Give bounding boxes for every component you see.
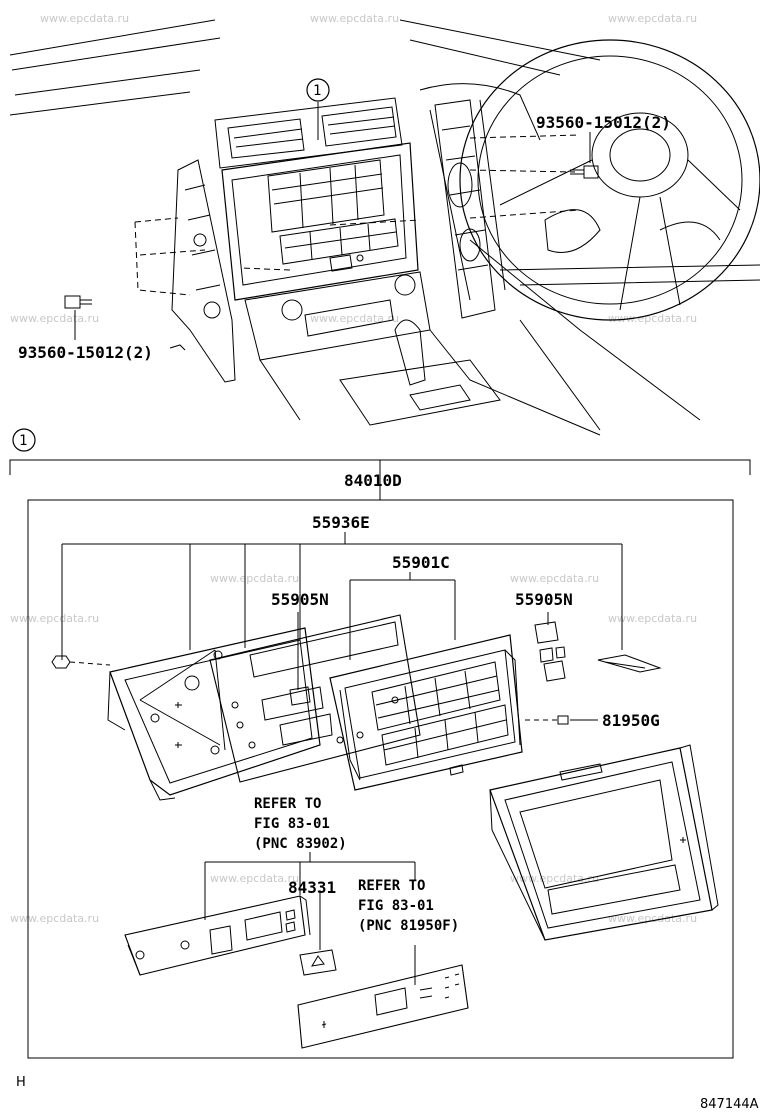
watermark: www.epcdata.ru <box>510 572 599 585</box>
exploded-parts <box>51 614 719 1049</box>
knob-left-part <box>289 686 311 706</box>
watermark: www.epcdata.ru <box>10 312 99 325</box>
leader-55936e <box>61 532 623 660</box>
part-number-knob-left: 55905N <box>271 590 329 609</box>
watermark: www.epcdata.ru <box>608 12 697 25</box>
part-number-assembly: 84010D <box>344 471 402 490</box>
switch-module <box>124 895 306 976</box>
rear-bracket <box>109 627 321 796</box>
bolt-left <box>64 295 92 309</box>
figure-code: 847144A <box>700 1097 759 1112</box>
reference-2-line-3: (PNC 81950F) <box>358 918 459 934</box>
center-panel <box>221 142 419 301</box>
bolt-right <box>570 165 599 179</box>
callout-circle-top <box>306 78 330 102</box>
part-number-bracket: 55936E <box>312 513 370 532</box>
section-frame <box>9 459 751 1059</box>
right-bracket <box>434 99 496 319</box>
watermark: www.epcdata.ru <box>310 312 399 325</box>
part-number-bolt-right: 93560-15012(2) <box>536 113 671 132</box>
reference-2-line-2: FIG 83-01 <box>358 898 434 914</box>
part-number-switch: 84331 <box>288 878 336 897</box>
ribbon-cable <box>597 654 662 673</box>
reference-2-line-1: REFER TO <box>358 878 425 894</box>
watermark: www.epcdata.ru <box>210 572 299 585</box>
reference-1-line-2: FIG 83-01 <box>254 816 330 832</box>
left-bracket <box>171 159 236 383</box>
watermark: www.epcdata.ru <box>608 912 697 925</box>
part-number-bolt-left: 93560-15012(2) <box>18 343 153 362</box>
steering-wheel <box>459 39 760 321</box>
gear-shifter <box>394 319 426 386</box>
watermarks: www.epcdata.ru www.epcdata.ru www.epcdat… <box>10 12 697 925</box>
reference-1-line-1: REFER TO <box>254 796 321 812</box>
watermark: www.epcdata.ru <box>608 312 697 325</box>
watermark: www.epcdata.ru <box>310 12 399 25</box>
hazard-switch-part <box>299 949 337 976</box>
watermark: www.epcdata.ru <box>10 612 99 625</box>
part-number-screw: 81950G <box>602 711 660 730</box>
upper-vent <box>214 97 403 169</box>
assembly-box <box>27 499 734 1059</box>
circuit-plate <box>209 614 421 783</box>
part-number-knob-right: 55905N <box>515 590 573 609</box>
knob-right-part <box>534 621 559 644</box>
callout-number-section: 1 <box>19 433 27 449</box>
watermark: www.epcdata.ru <box>10 912 99 925</box>
footer-code: H <box>16 1075 26 1090</box>
screw-left <box>51 655 71 669</box>
reference-1-line-3: (PNC 83902) <box>254 836 347 852</box>
dashboard-illustration <box>9 19 760 436</box>
part-number-panel: 55901C <box>392 553 450 572</box>
leader-55901c <box>349 572 456 660</box>
watermark: www.epcdata.ru <box>608 612 697 625</box>
callout-number-top: 1 <box>313 83 321 99</box>
callout-circle-section <box>12 428 36 452</box>
watermark: www.epcdata.ru <box>210 872 299 885</box>
watermark: www.epcdata.ru <box>40 12 129 25</box>
control-panel <box>297 964 469 1049</box>
front-bezel <box>329 634 523 791</box>
screw-right <box>557 715 569 725</box>
